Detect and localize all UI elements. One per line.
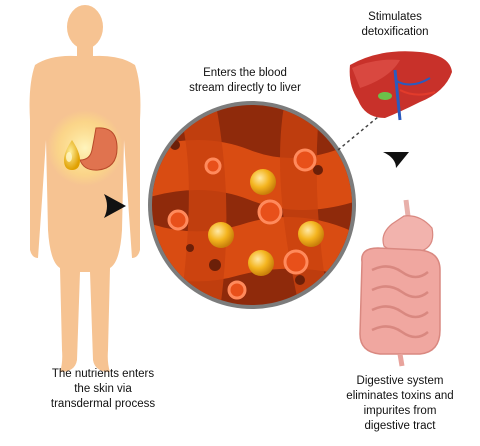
caption-line: Stimulates [368,11,422,23]
caption-digestive-system: Digestive system eliminates toxins and i… [325,374,475,434]
stomach-icon [79,127,118,171]
blood-stream-magnifier [148,101,356,309]
nutrient-particle-icon [208,169,324,276]
arrow-to-digestive-icon [383,152,409,168]
gallbladder-icon [378,92,392,100]
caption-line: detoxification [361,26,429,38]
caption-line: Enters the blood [203,67,287,79]
caption-blood-stream: Enters the blood stream directly to live… [160,66,330,96]
caption-line: The nutrients enters [51,368,155,380]
human-body-icon [29,5,141,373]
caption-detoxification: Stimulates detoxification [330,10,460,40]
caption-line: transdermal process [50,398,156,410]
intestine-icon [359,199,441,367]
oil-drop-icon [64,140,80,170]
caption-line: the skin via [74,383,132,395]
caption-line: digestive tract [364,420,436,432]
liver-icon [349,51,452,121]
caption-line: impurites from [363,405,437,417]
red-blood-cell-icon [167,148,317,300]
dashed-connector [337,111,385,151]
caption-skin-absorption: The nutrients enters the skin via transd… [18,367,188,412]
caption-line: stream directly to liver [189,82,301,94]
arrow-to-blood-icon [104,194,126,218]
caption-line: eliminates toxins and [346,390,454,402]
caption-line: Digestive system [356,375,444,387]
